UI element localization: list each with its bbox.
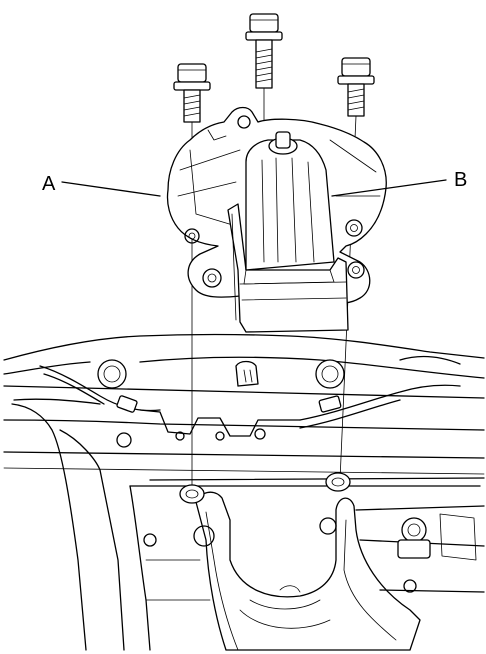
bolt-right [337,57,375,117]
label-b: B [454,169,467,191]
callout-a: A [42,173,161,197]
rubber-mount [227,131,349,333]
frame-rail [3,333,485,487]
bolt-center [245,13,283,89]
callout-b: B [331,169,467,197]
lower-bracket [11,403,485,651]
bolt-left [173,63,211,123]
label-a: A [42,173,56,195]
